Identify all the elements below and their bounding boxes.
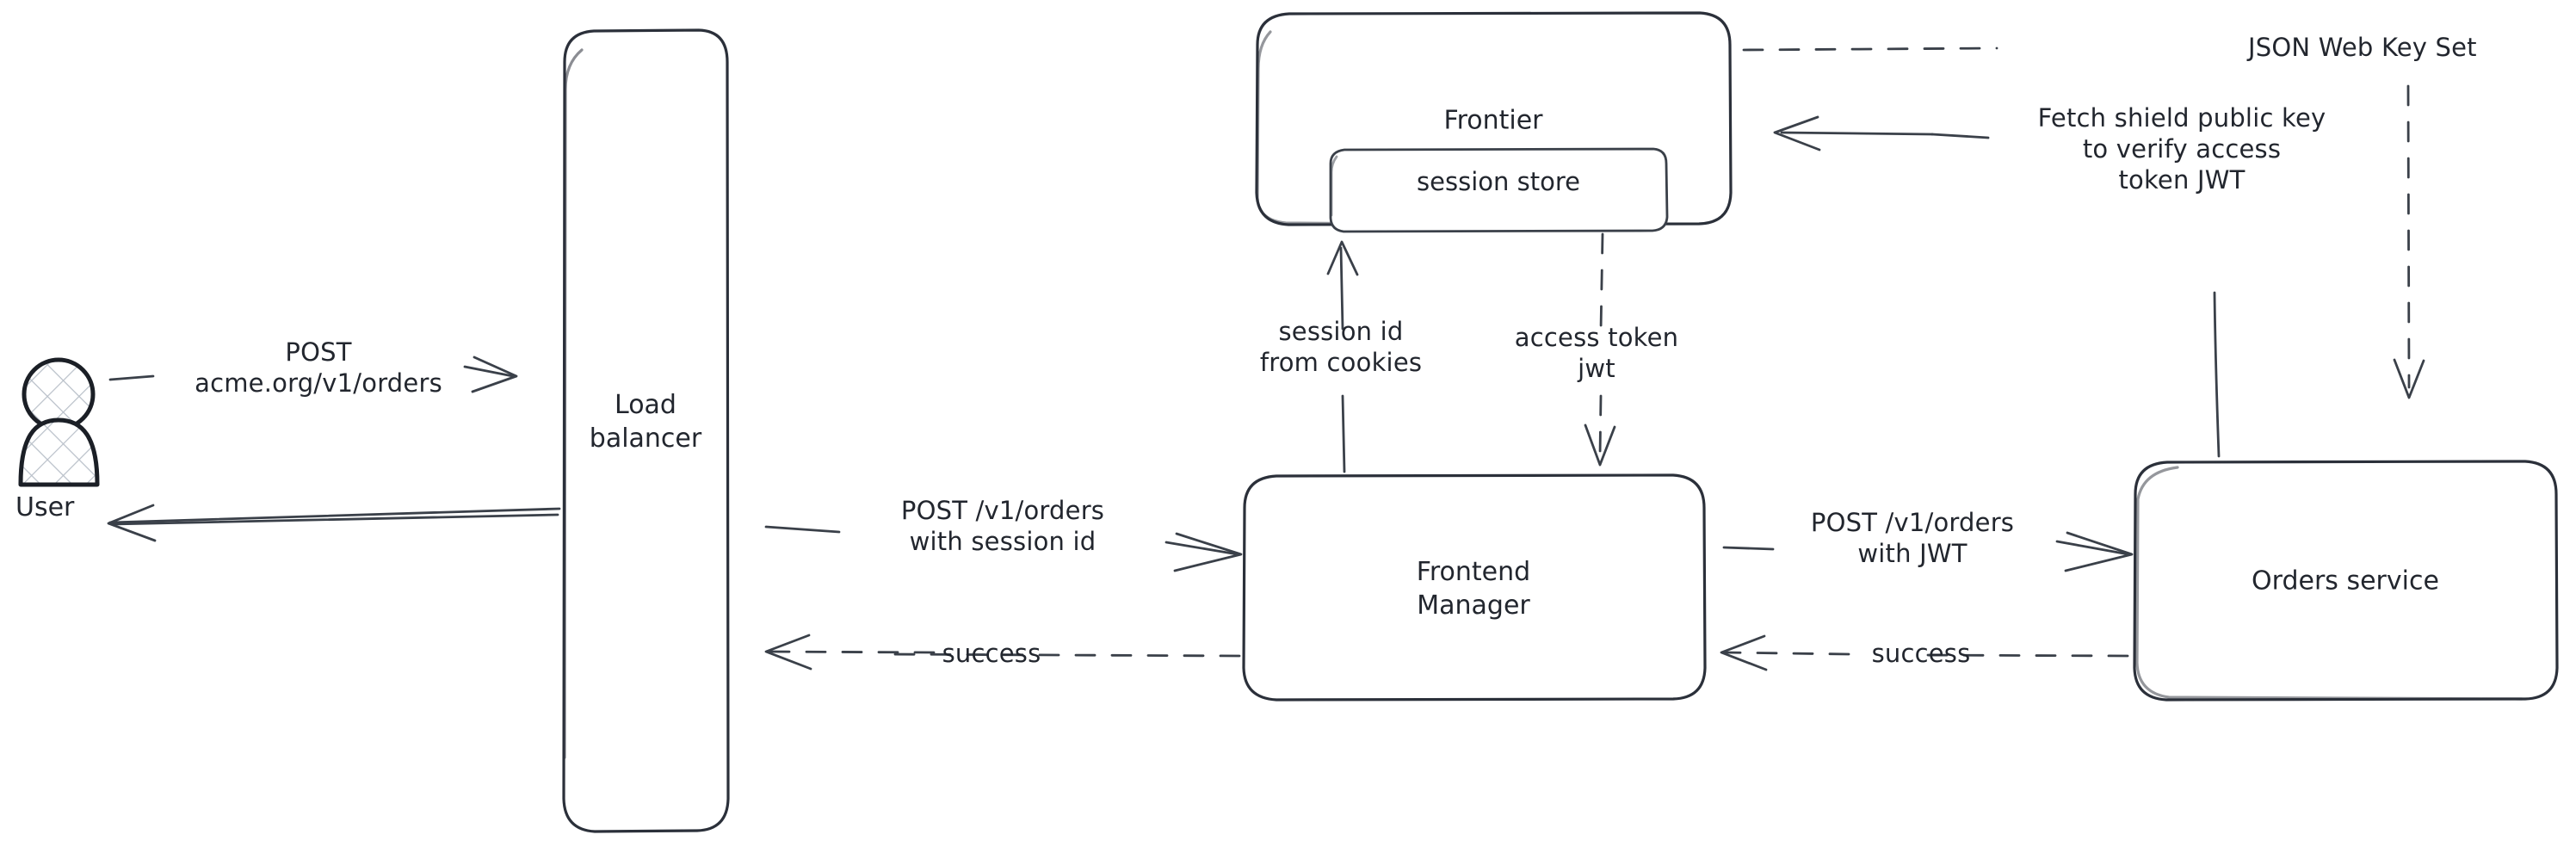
edge-frontier-to-frontend-manager <box>1584 232 1616 467</box>
edge-frontend-manager-to-frontier <box>1326 240 1359 473</box>
load-balancer-label: Load balancer <box>589 390 702 454</box>
session-store-label: session store <box>1417 167 1580 197</box>
user-person-icon <box>18 357 100 487</box>
frontend-manager-node[interactable] <box>1242 473 1707 702</box>
edge-orders-service-to-frontend-manager <box>1720 634 2129 671</box>
edge-user-to-load-balancer <box>108 355 518 393</box>
edge-load-balancer-to-user <box>107 504 561 542</box>
orders-service-label: Orders service <box>2252 566 2439 597</box>
frontier-label: Frontier <box>1443 105 1543 136</box>
edge-orders-service-to-frontier <box>1773 115 2221 458</box>
user-label: User <box>15 492 75 522</box>
edge-frontier-to-orders-service <box>1742 46 2425 399</box>
orders-service-node[interactable] <box>2133 460 2559 702</box>
session-store-node[interactable] <box>1329 147 1669 233</box>
edge-load-balancer-to-frontend-manager <box>764 525 1243 572</box>
load-balancer-node[interactable] <box>562 28 730 833</box>
frontend-manager-label: Frontend Manager <box>1416 557 1531 621</box>
edge-frontend-manager-to-orders-service <box>1722 531 2134 572</box>
edge-frontend-manager-to-load-balancer <box>764 634 1241 671</box>
